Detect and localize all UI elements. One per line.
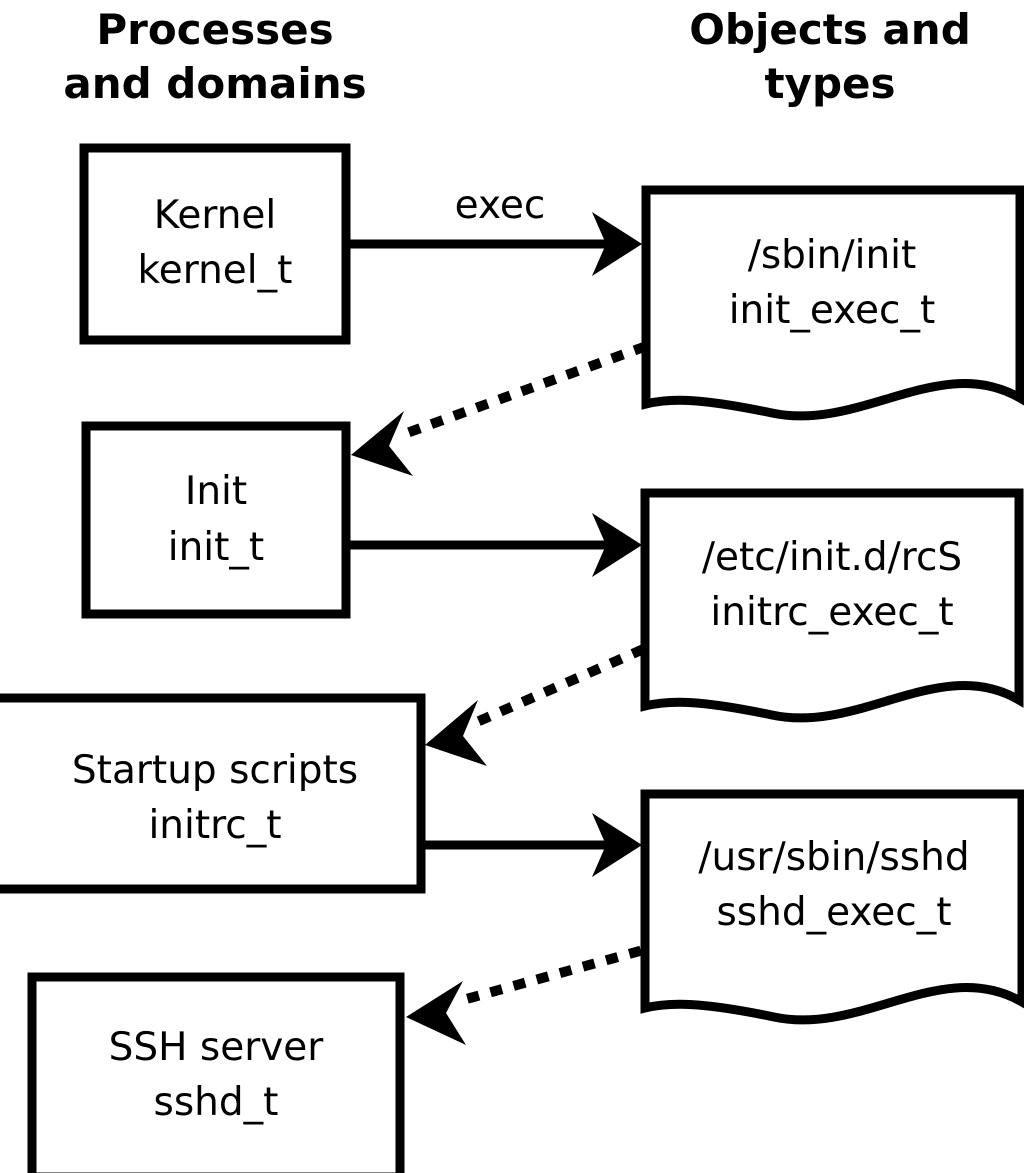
- edge-line-sbin-init-transition: [389, 341, 648, 444]
- node-startup-scripts-line2: initrc_t: [148, 803, 281, 848]
- node-ssh-server[interactable]: SSH server sshd_t: [27, 972, 405, 1173]
- node-startup-scripts-box: [0, 693, 426, 894]
- column-header-processes-line2: and domains: [63, 59, 366, 108]
- node-kernel[interactable]: Kernel kernel_t: [79, 143, 351, 345]
- node-init-line1: Init: [185, 469, 247, 514]
- node-ssh-server-line2: sshd_t: [154, 1080, 279, 1125]
- node-etc-initd-rcs-document-shape: [640, 488, 1024, 723]
- node-usr-sbin-sshd-document-shape: [640, 789, 1024, 1025]
- edge-line-rcs-transition: [463, 644, 646, 732]
- column-header-objects-line2: types: [764, 59, 895, 108]
- node-sbin-init-line1: /sbin/init: [748, 233, 917, 278]
- arrow-head-sshd-transition: [406, 981, 466, 1045]
- node-init[interactable]: Init init_t: [81, 421, 351, 619]
- edge-rcs-transition-initrc: [425, 644, 646, 766]
- node-usr-sbin-sshd-line1: /usr/sbin/sshd: [698, 835, 969, 880]
- edge-label-exec: exec: [455, 183, 546, 228]
- node-sbin-init[interactable]: /sbin/init init_exec_t: [641, 185, 1024, 421]
- arrow-head-rcs-transition: [425, 700, 487, 766]
- node-kernel-box: [79, 143, 351, 345]
- node-sbin-init-document-shape: [641, 185, 1024, 421]
- node-ssh-server-box: [27, 972, 405, 1173]
- node-usr-sbin-sshd[interactable]: /usr/sbin/sshd sshd_exec_t: [640, 789, 1024, 1025]
- node-etc-initd-rcs-line2: initrc_exec_t: [710, 590, 953, 635]
- node-kernel-line2: kernel_t: [138, 248, 293, 293]
- arrow-head-init-exec: [592, 513, 642, 577]
- column-header-objects: Objects and types: [689, 5, 971, 108]
- edge-line-sshd-transition: [445, 945, 643, 1010]
- edge-sshd-transition-sshd-t: [406, 945, 643, 1045]
- column-header-processes-line1: Processes: [96, 5, 333, 54]
- node-startup-scripts[interactable]: Startup scripts initrc_t: [0, 693, 426, 894]
- edge-init-exec-rcs: [350, 513, 642, 577]
- node-etc-initd-rcs[interactable]: /etc/init.d/rcS initrc_exec_t: [640, 488, 1024, 723]
- arrow-head-sbin-init-transition: [351, 411, 413, 476]
- arrow-head-kernel-exec: [592, 212, 642, 276]
- edge-sbin-init-transition-init: [351, 341, 648, 476]
- edge-initrc-exec-sshd: [425, 813, 642, 877]
- node-kernel-line1: Kernel: [154, 193, 277, 238]
- arrow-head-initrc-exec: [592, 813, 642, 877]
- node-startup-scripts-line1: Startup scripts: [72, 748, 358, 793]
- column-header-processes: Processes and domains: [63, 5, 366, 108]
- column-header-objects-line1: Objects and: [689, 5, 971, 54]
- node-usr-sbin-sshd-line2: sshd_exec_t: [716, 890, 951, 935]
- node-init-box: [81, 421, 351, 619]
- edge-kernel-exec-sbin-init: exec: [350, 183, 642, 276]
- node-ssh-server-line1: SSH server: [109, 1025, 325, 1070]
- node-init-line2: init_t: [168, 525, 264, 570]
- node-sbin-init-line2: init_exec_t: [729, 288, 936, 333]
- node-etc-initd-rcs-line1: /etc/init.d/rcS: [702, 535, 962, 580]
